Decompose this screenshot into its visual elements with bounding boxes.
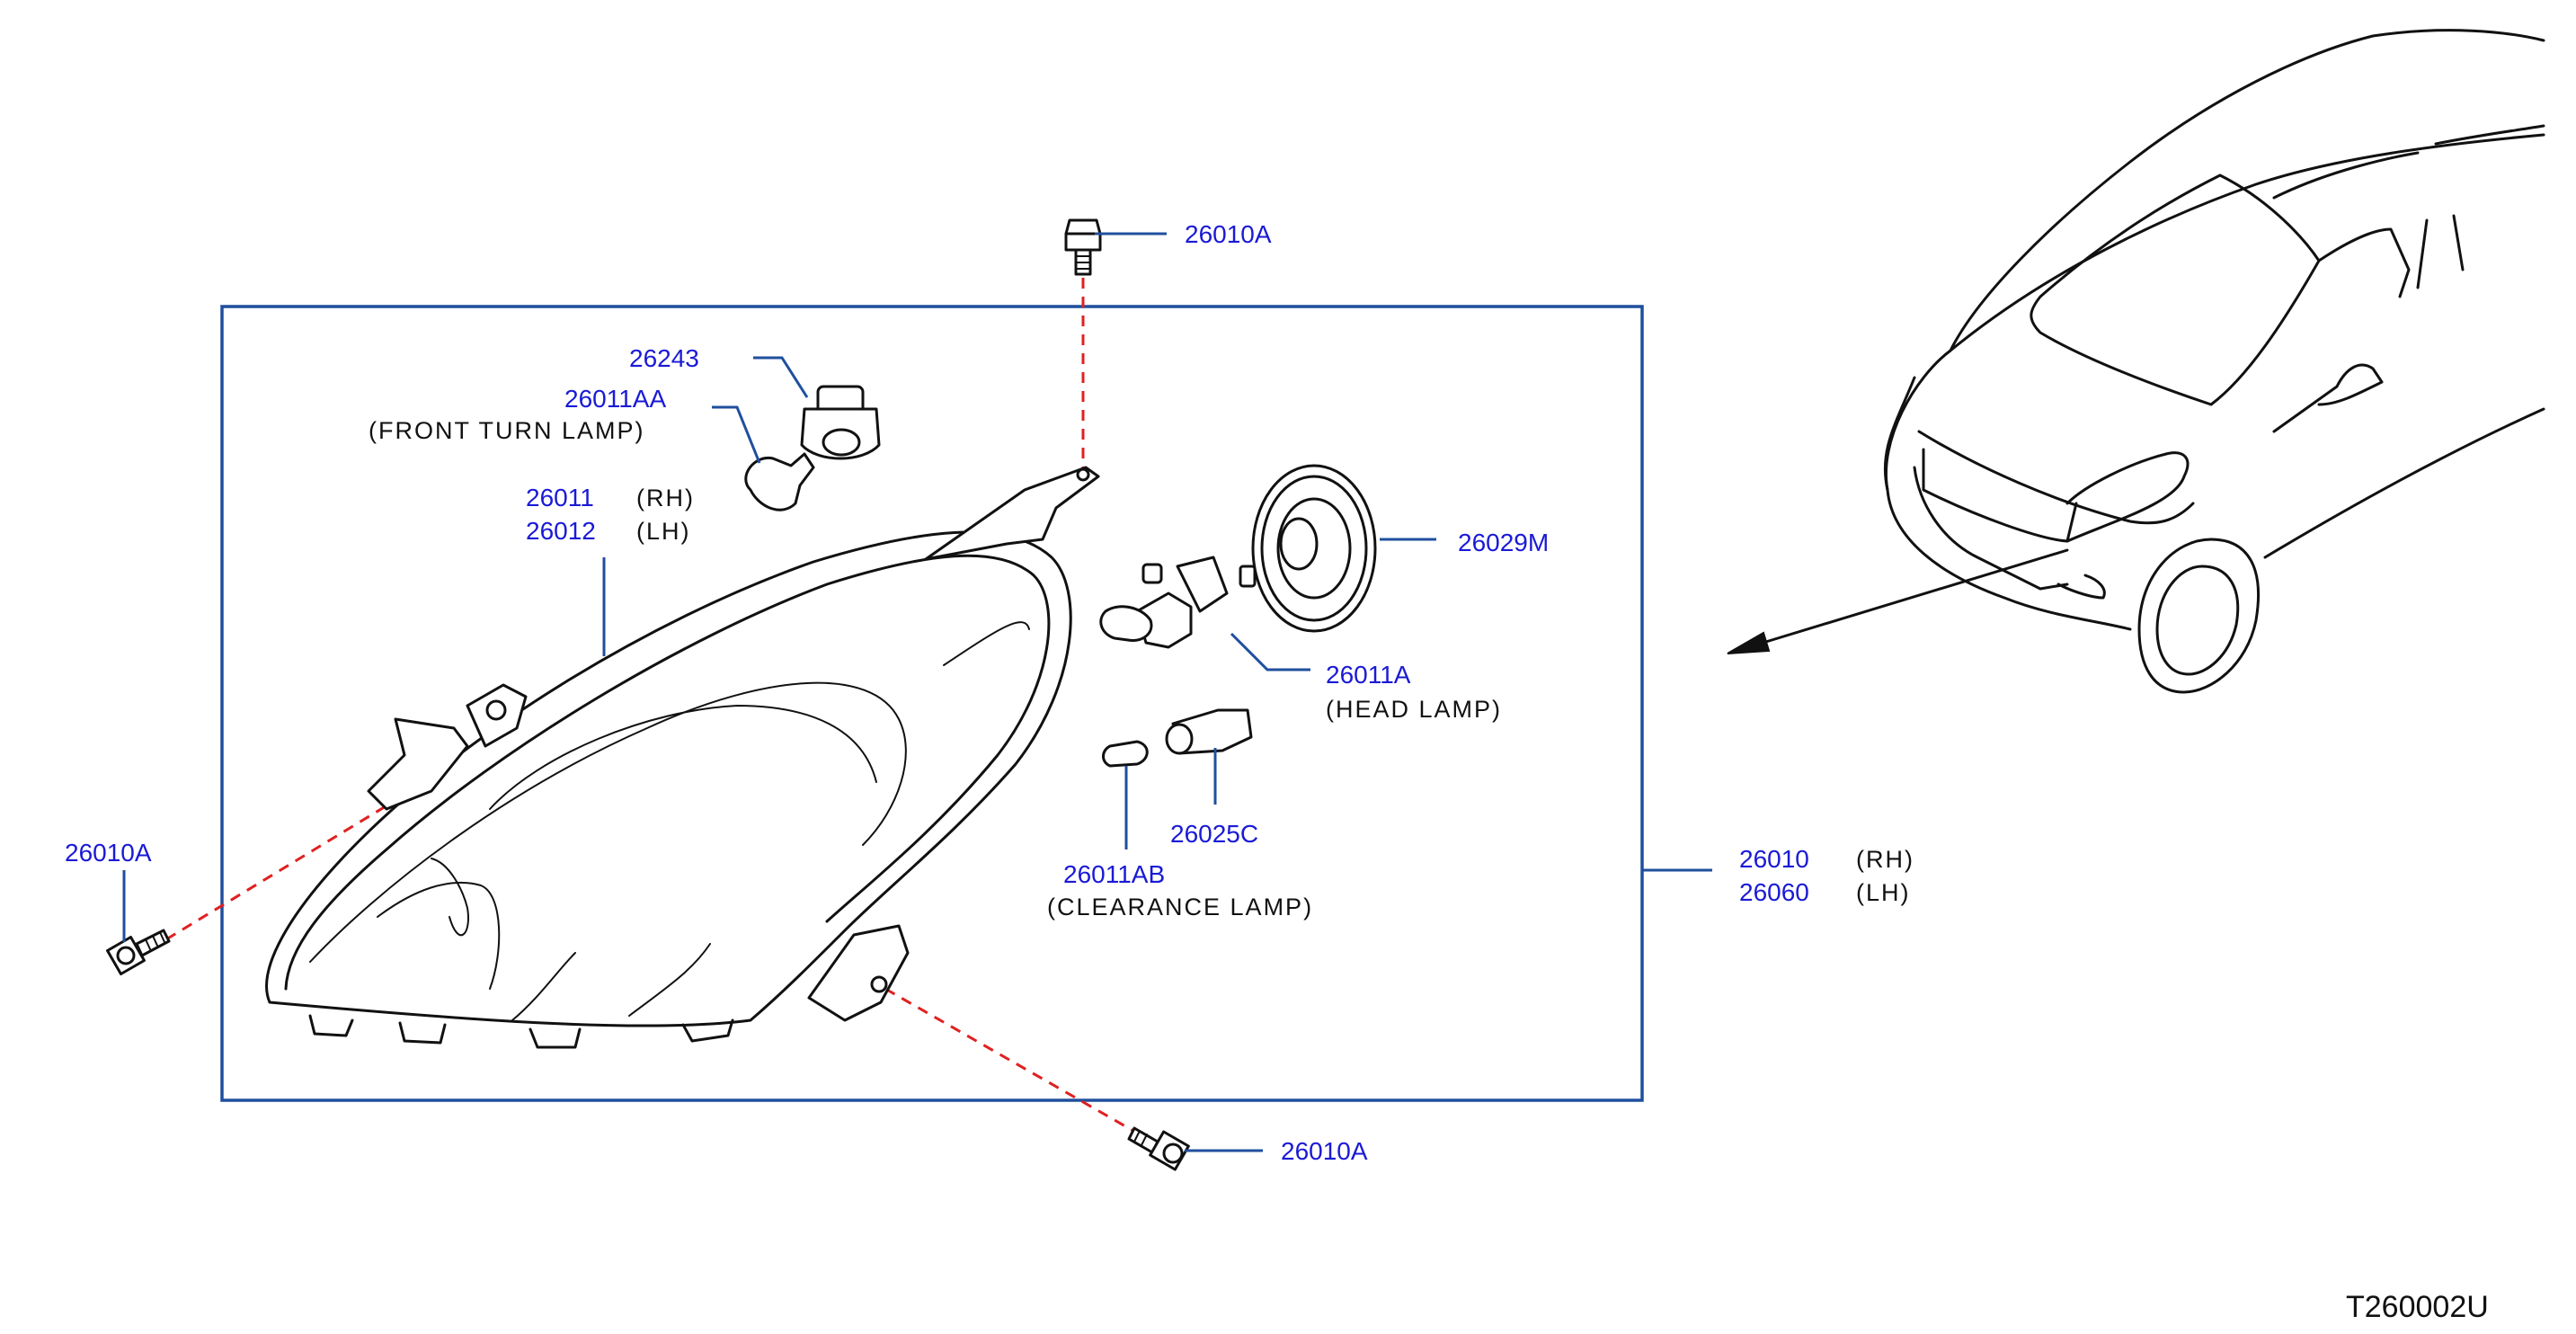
bolt-top-icon bbox=[1064, 218, 1102, 276]
direction-arrowhead-icon bbox=[1727, 631, 1771, 654]
callout-bulb-turn-desc: (FRONT TURN LAMP) bbox=[369, 417, 645, 444]
callout-socket-clear: 26025C bbox=[1170, 820, 1258, 848]
callout-bulb-head-desc: (HEAD LAMP) bbox=[1326, 696, 1502, 723]
callout-housing-lh-side: (LH) bbox=[636, 518, 691, 545]
callout-bulb-head: 26011A bbox=[1326, 661, 1411, 689]
diagram-code: T260002U bbox=[2346, 1290, 2489, 1324]
callout-housing-rh-num: 26011 bbox=[526, 484, 594, 511]
headlamp-housing bbox=[265, 466, 1100, 1049]
callout-bulb-clear-desc: (CLEARANCE LAMP) bbox=[1047, 894, 1313, 920]
dust-cap-icon bbox=[1251, 464, 1377, 633]
head-lamp-bulb-icon bbox=[1099, 556, 1257, 649]
callout-bulb-clear: 26011AB bbox=[1063, 860, 1165, 888]
bracket-top-hole-icon bbox=[1076, 467, 1090, 482]
callout-assy-lh-side: (LH) bbox=[1856, 879, 1911, 906]
callout-cap: 26029M bbox=[1458, 529, 1549, 556]
callout-bolt-left: 26010A bbox=[65, 839, 152, 867]
direction-arrow bbox=[1746, 548, 2069, 649]
turn-lamp-bulb-icon bbox=[744, 452, 815, 511]
clearance-lamp-bulb-icon bbox=[1102, 740, 1149, 768]
callout-assy-lh-num: 26060 bbox=[1739, 878, 1809, 906]
callout-bolt-bottom: 26010A bbox=[1281, 1137, 1368, 1165]
callout-housing-rh-side: (RH) bbox=[636, 485, 695, 511]
vehicle-outline bbox=[1727, 29, 2545, 694]
bolt-bottom-icon bbox=[1127, 1126, 1190, 1171]
assembly-frame bbox=[220, 305, 1644, 1102]
callout-socket-turn: 26243 bbox=[629, 344, 699, 372]
bolt-left-icon bbox=[106, 929, 171, 975]
bracket-bottom-hole-icon bbox=[870, 975, 888, 993]
callout-assy-rh-side: (RH) bbox=[1856, 846, 1914, 873]
callout-bulb-turn: 26011AA bbox=[564, 385, 666, 413]
bracket-left-hole-icon bbox=[485, 699, 507, 721]
guide-bottom-bolt bbox=[884, 987, 1141, 1136]
callout-assy-rh-num: 26010 bbox=[1739, 845, 1809, 873]
clearance-lamp-socket-icon bbox=[1165, 708, 1253, 755]
turn-lamp-socket-icon bbox=[800, 385, 881, 460]
callout-housing-lh-num: 26012 bbox=[526, 517, 596, 545]
callout-bolt-top: 26010A bbox=[1185, 220, 1272, 248]
leader-lines bbox=[122, 232, 1712, 1152]
